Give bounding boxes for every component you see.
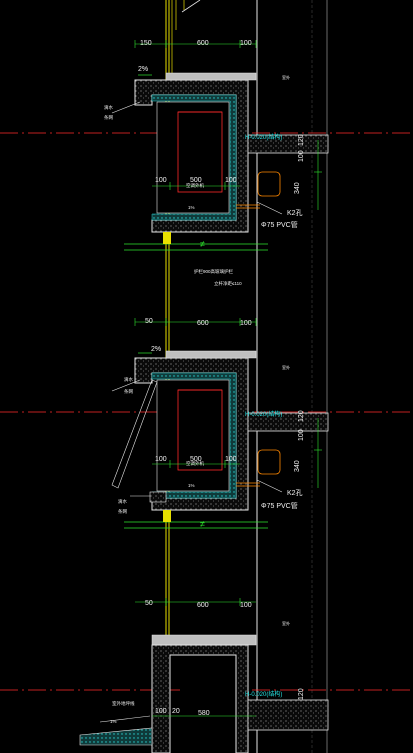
box-slope: 1% <box>188 205 195 210</box>
drip-label-2: 条网 <box>104 115 113 120</box>
bottom-dim-left: 100 <box>155 708 167 715</box>
slope-label-2: 2% <box>151 346 162 353</box>
hole-label: K2孔 <box>287 210 303 217</box>
ground-label: 室外地坪线 <box>112 701 135 706</box>
unit2-drip-detail <box>111 379 167 503</box>
level-dim-2a: 120 <box>298 410 305 422</box>
rail-note-2: 立杆净距≤110 <box>214 281 242 286</box>
axis-lines <box>0 132 413 691</box>
level-label-2: H-0.020(结构) <box>245 412 283 418</box>
dim-top-mid-2: 600 <box>197 320 209 327</box>
hole-label-2: K2孔 <box>287 490 303 497</box>
dim-top-left-3: 50 <box>145 600 153 607</box>
box-dim-right: 100 <box>225 177 237 184</box>
rail-note-1: 护栏900高玻璃护栏 <box>194 269 234 274</box>
level-label-3: H-0.020(结构) <box>245 692 283 698</box>
bottom-dim-mid: 20 <box>172 708 180 715</box>
box-dim-right-2: 100 <box>225 456 237 463</box>
ac-label-2: 空调外机 <box>186 461 204 466</box>
glass-top-slant <box>181 0 201 13</box>
drip-label-2b: 条网 <box>124 389 133 394</box>
dim-top-right-2: 100 <box>240 320 252 327</box>
extra-drip-2: 条网 <box>118 509 127 514</box>
box-dim-mid: 500 <box>190 177 202 184</box>
level-dim-2b: 100 <box>298 429 305 441</box>
side-note-3: 室外 <box>282 621 290 626</box>
pipe-label: Φ75 PVC管 <box>261 222 298 229</box>
side-note-1: 室外 <box>282 75 290 80</box>
slope-label-3: 1% <box>110 719 117 724</box>
extra-drip-1: 滴水 <box>118 499 127 504</box>
box-dim-left: 100 <box>155 177 167 184</box>
dim-top-right: 100 <box>240 40 252 47</box>
pipe-label-2: Φ75 PVC管 <box>261 503 298 510</box>
ac-label: 空调外机 <box>186 183 204 188</box>
level-label: H-0.020(结构) <box>245 135 283 141</box>
drip-label-2a: 滴水 <box>124 377 133 382</box>
box-dim-left-2: 100 <box>155 456 167 463</box>
dim-top-right-3: 100 <box>240 602 252 609</box>
break-mark-1: ≠ <box>200 239 205 249</box>
dim-top-left-2: 50 <box>145 318 153 325</box>
dim-top-mid: 600 <box>197 40 209 47</box>
level-dim-3a: 120 <box>298 688 305 700</box>
box-slope-2: 1% <box>188 483 195 488</box>
ac-unit-section <box>111 40 329 251</box>
level-dim-b: 100 <box>298 150 305 162</box>
slope-label: 2% <box>138 66 149 73</box>
box-dim-mid-2: 500 <box>190 456 202 463</box>
side-note-2: 室外 <box>282 365 290 370</box>
dim-340: 340 <box>294 182 301 194</box>
dim-340-2: 340 <box>294 460 301 472</box>
bottom-section <box>79 598 329 753</box>
break-mark-2: ≠ <box>200 519 205 529</box>
dim-top-left: 150 <box>140 40 152 47</box>
drip-label-1: 滴水 <box>104 105 113 110</box>
dim-top-mid-3: 600 <box>197 602 209 609</box>
level-dim-a: 120 <box>298 134 305 146</box>
bottom-dim-right: 580 <box>198 710 210 717</box>
